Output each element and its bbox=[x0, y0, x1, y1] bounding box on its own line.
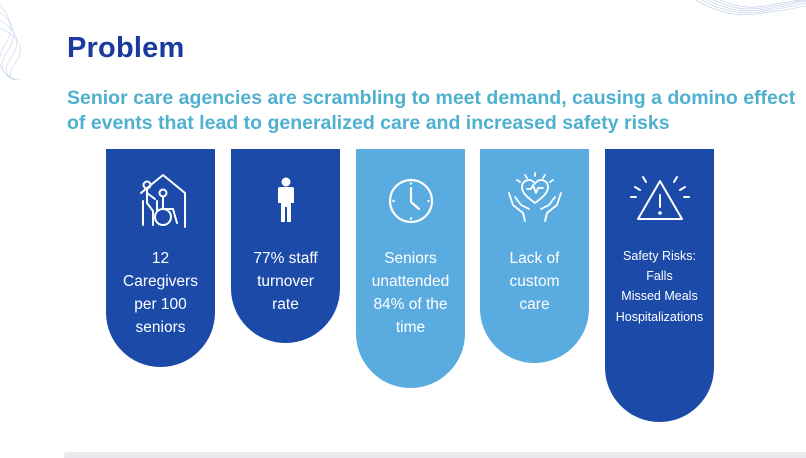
slide-subtitle: Senior care agencies are scrambling to m… bbox=[67, 87, 796, 134]
decorative-wave-topright bbox=[696, 0, 806, 15]
card-staff-turnover: 77% staff turnover rate bbox=[231, 149, 340, 343]
card-lack-custom-care: Lack of custom care bbox=[480, 149, 589, 363]
decorative-wave-topleft bbox=[0, 4, 22, 80]
card-line: Missed Meals bbox=[621, 289, 698, 303]
card-line: Caregivers bbox=[123, 273, 198, 290]
card-line: 77% staff bbox=[253, 250, 318, 267]
card-line: Safety Risks: bbox=[623, 249, 696, 263]
card-safety-risks: Safety Risks: Falls Missed Meals Hospita… bbox=[605, 149, 714, 422]
card-line: 84% of the bbox=[373, 296, 448, 313]
card-line: Lack of bbox=[509, 250, 560, 267]
card-line: seniors bbox=[135, 319, 186, 336]
clock-icon bbox=[388, 178, 433, 224]
card-line: unattended bbox=[371, 273, 450, 290]
caring-hands-heart-icon bbox=[507, 172, 562, 222]
card-line: Seniors bbox=[384, 250, 437, 267]
card-line: rate bbox=[272, 296, 299, 313]
card-line: custom bbox=[509, 273, 560, 290]
card-line: Falls bbox=[646, 269, 673, 283]
card-seniors-unattended: Seniors unattended 84% of the time bbox=[356, 149, 465, 388]
warning-icon bbox=[629, 176, 690, 220]
card-line: care bbox=[519, 296, 550, 313]
card-line: Hospitalizations bbox=[615, 310, 704, 324]
slide-title: Problem bbox=[67, 32, 185, 64]
scrollbar[interactable] bbox=[64, 452, 806, 458]
person-icon bbox=[277, 177, 294, 222]
card-caregivers-ratio: 12 Caregivers per 100 seniors bbox=[106, 149, 215, 367]
card-line: turnover bbox=[257, 273, 314, 290]
card-line: per 100 bbox=[134, 296, 187, 313]
caregiver-wheelchair-icon bbox=[139, 174, 186, 228]
card-line: 12 bbox=[151, 250, 170, 267]
card-line: time bbox=[395, 319, 426, 336]
